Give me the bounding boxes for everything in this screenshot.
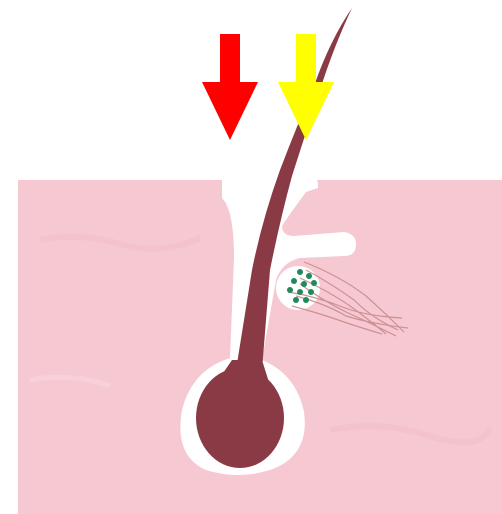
yellow-arrow (278, 34, 334, 140)
red-arrow (202, 34, 258, 140)
